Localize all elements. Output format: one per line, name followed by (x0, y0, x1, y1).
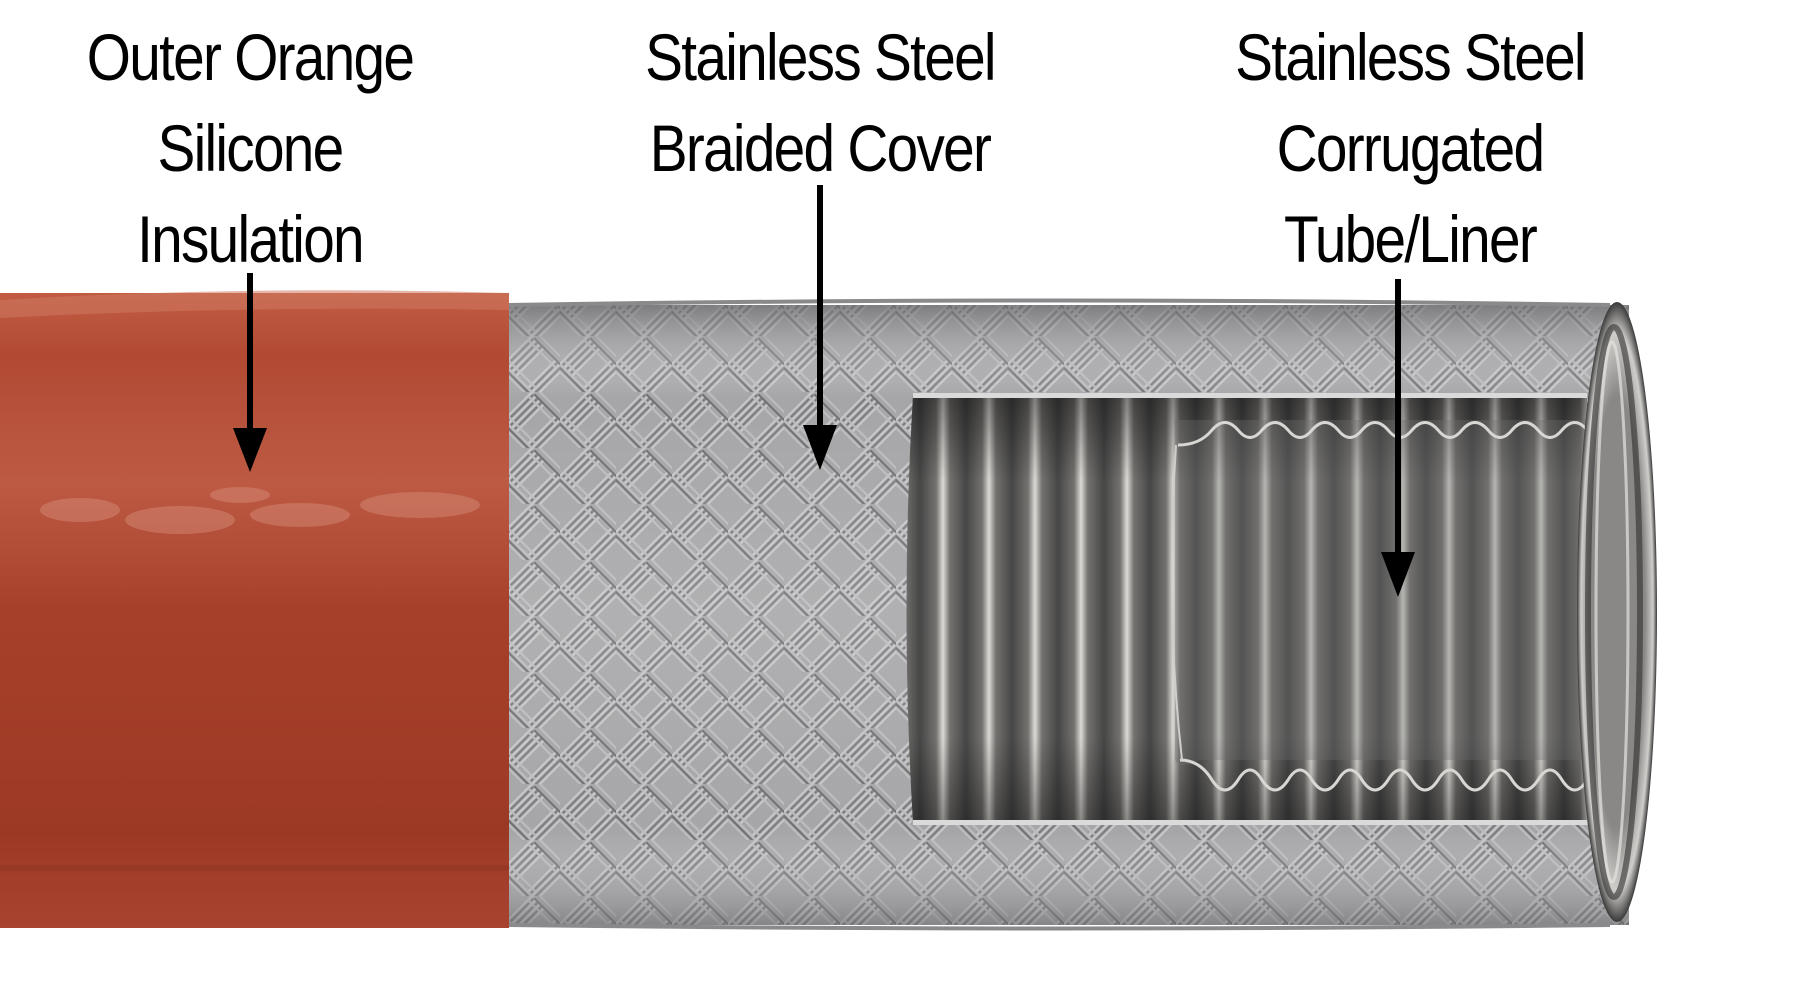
label-stainless-steel-braided-cover: Stainless Steel Braided Cover (605, 12, 1035, 194)
label-line: Corrugated (1276, 111, 1545, 185)
label-outer-orange-silicone-insulation: Outer Orange Silicone Insulation (52, 12, 448, 285)
label-line: Stainless Steel (1235, 20, 1586, 94)
label-line: Silicone (157, 111, 344, 185)
label-line: Braided Cover (649, 111, 992, 185)
label-line: Insulation (137, 202, 364, 276)
arrow-to-insulation (233, 273, 267, 472)
arrow-to-corrugated-liner (1381, 279, 1415, 597)
hose-end-opening (1577, 302, 1657, 922)
label-stainless-steel-corrugated-liner: Stainless Steel Corrugated Tube/Liner (1195, 12, 1625, 285)
label-line: Tube/Liner (1283, 202, 1538, 276)
corrugated-liner-cutaway (906, 393, 1589, 825)
label-line: Outer Orange (86, 20, 415, 94)
arrow-to-braided-cover (803, 185, 837, 470)
label-line: Stainless Steel (645, 20, 996, 94)
silicone-insulation-layer (0, 290, 509, 928)
